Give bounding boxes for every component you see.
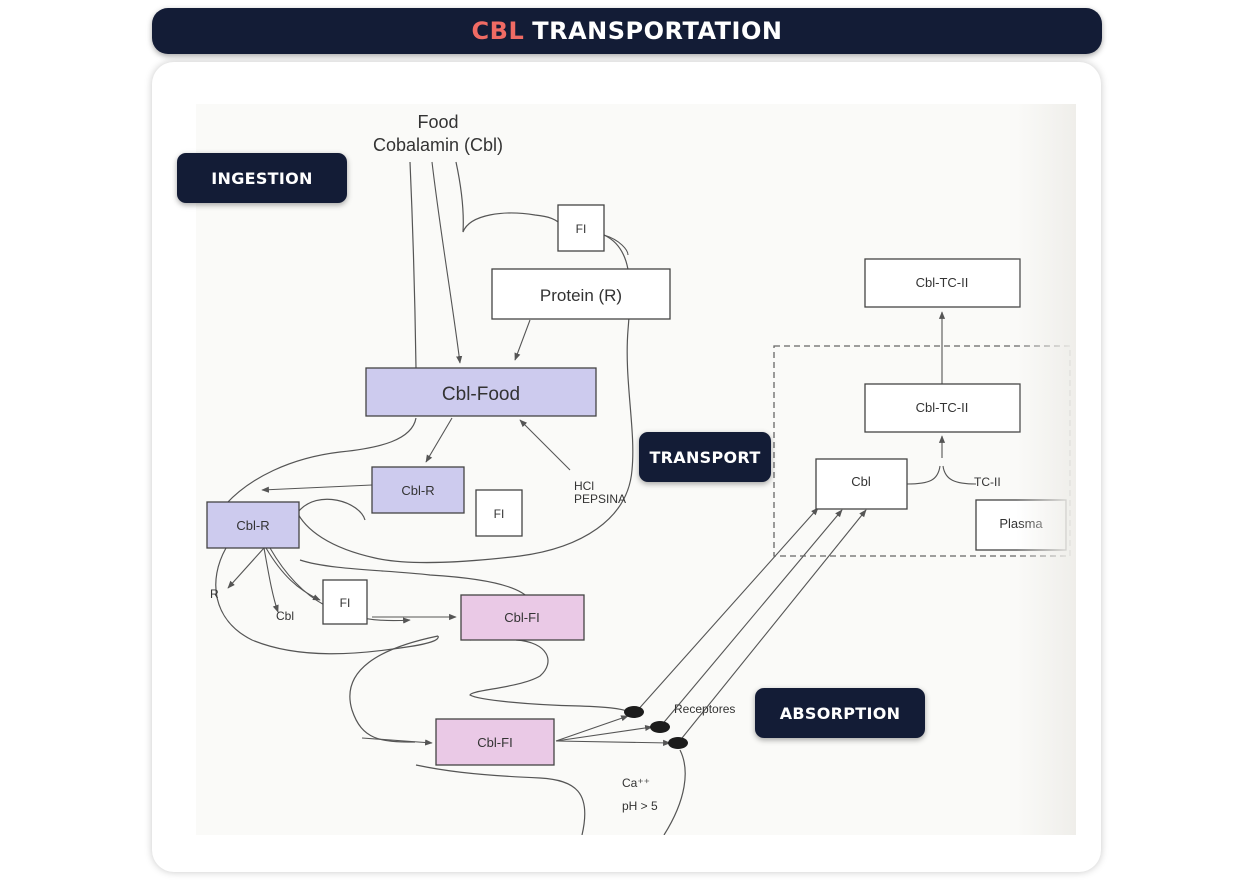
diagram-boxes [206,204,1067,766]
fi-box-lower [322,579,368,625]
food-label-line2: Cobalamin (Cbl) [373,135,503,155]
title-main: TRANSPORTATION [532,17,783,45]
receptores-label: Receptores [674,702,735,716]
cbl-diagram-figure: Food Cobalamin (Cbl) FI Protein (R) Cbl-… [196,104,1076,835]
cbl-plasma-box [815,458,908,510]
receptor-dots [624,706,688,749]
cbl-fi-label-lower: Cbl-FI [477,735,512,750]
cbl-tc-ii-label-upper: Cbl-TC-II [916,275,969,290]
stage-ingestion: INGESTION [177,153,347,203]
cbl-tc-ii-box-upper [864,258,1021,308]
cbl-diagram: Food Cobalamin (Cbl) FI Protein (R) Cbl-… [206,112,1071,835]
fi-label-top: FI [576,222,587,236]
receptor-dot-3 [668,737,688,749]
cbl-plasma-label: Cbl [851,474,871,489]
title-accent: CBL [471,17,525,45]
stage-absorption: ABSORPTION [755,688,925,738]
cbl-r-label-upper: Cbl-R [401,483,434,498]
cbl-r-box-lower [206,501,300,549]
fi-box-top [557,204,605,252]
flow-arrows [227,161,977,746]
cbl-r-label-lower: Cbl-R [236,518,269,533]
ph-label: pH > 5 [622,799,658,813]
cbl-food-label: Cbl-Food [442,384,520,405]
page-title: CBL TRANSPORTATION [152,8,1102,54]
cbl-fi-box-lower [435,718,555,766]
cbl-tc-ii-box-lower [864,383,1021,433]
protein-label: Protein (R) [540,286,622,305]
cbl-tc-ii-label-lower: Cbl-TC-II [916,400,969,415]
cbl-r-box-upper [371,466,465,514]
hcl-label: HCl [574,479,594,493]
page-edge-shading [1016,104,1076,835]
cbl-fi-box-upper [460,594,585,641]
fi-box-middle [475,489,523,537]
pepsina-label: PEPSINA [574,492,626,506]
diagram-labels: Food Cobalamin (Cbl) FI Protein (R) Cbl-… [210,112,1043,813]
fi-label-middle: FI [494,507,505,521]
cbl-free-label: Cbl [276,609,294,623]
calcium-label: Ca⁺⁺ [622,776,650,790]
cbl-fi-label-upper: Cbl-FI [504,610,539,625]
r-label: R [210,587,219,601]
receptor-dot-1 [624,706,644,718]
stage-transport: TRANSPORT [639,432,771,482]
food-label-line1: Food [417,112,458,132]
protein-box [491,268,671,320]
tc-ii-label: TC-II [974,475,1001,489]
cbl-food-box [365,367,597,417]
fi-label-lower: FI [340,596,351,610]
receptor-dot-2 [650,721,670,733]
